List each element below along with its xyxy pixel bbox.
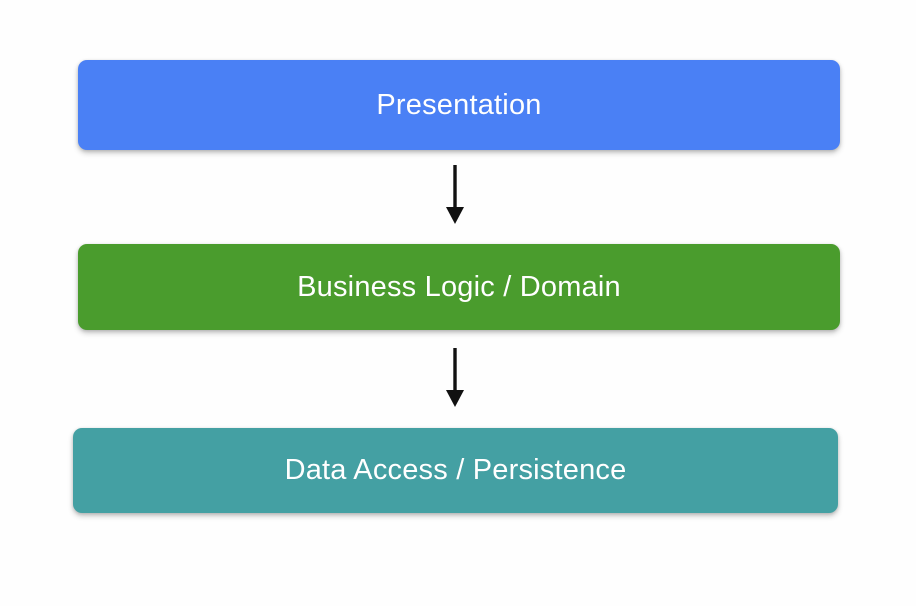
layer-label-business-logic: Business Logic / Domain <box>297 270 621 303</box>
layer-box-business-logic[interactable]: Business Logic / Domain <box>78 244 840 330</box>
layer-label-presentation: Presentation <box>376 88 542 121</box>
layer-box-presentation[interactable]: Presentation <box>78 60 840 150</box>
layer-label-data-access: Data Access / Persistence <box>284 454 627 486</box>
arrow-icon <box>446 165 464 224</box>
arrow-icon <box>446 348 464 407</box>
layer-box-data-access[interactable]: Data Access / Persistence <box>73 428 838 513</box>
